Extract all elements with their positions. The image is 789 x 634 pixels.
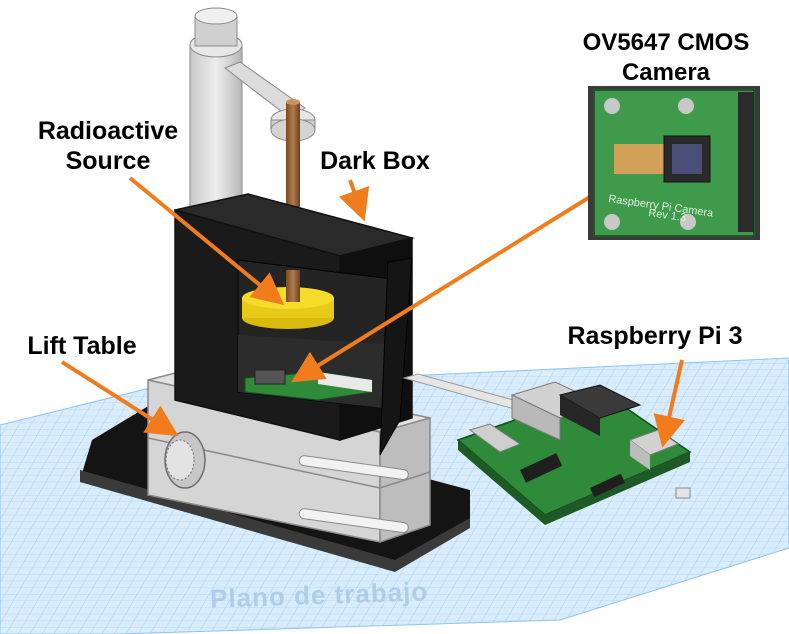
label-raspberry-pi: Raspberry Pi 3 [567, 322, 743, 350]
lift-knob [164, 431, 206, 489]
label-radioactive-source-line-2: Source [65, 147, 151, 175]
label-camera-line-2: Camera [621, 59, 711, 86]
camera-board-in-box [244, 369, 373, 401]
raspberry-pi-board [456, 381, 692, 525]
camera-photo-inset: Raspberry Pi Camera Rev 1.3 [588, 86, 760, 240]
label-radioactive-source: Radioactive Source [18, 116, 198, 176]
label-lift-table: Lift Table [27, 332, 137, 360]
label-dark-box: Dark Box [320, 147, 430, 175]
label-radioactive-source-line-1: Radioactive [37, 117, 179, 145]
arrow-raspberry-pi [653, 359, 685, 448]
label-camera-line-1: OV5647 CMOS [582, 29, 750, 56]
callout-arrows [60, 170, 685, 448]
arrow-camera [291, 170, 632, 383]
camera-board-text-2: Rev 1.3 [648, 207, 687, 224]
label-camera: OV5647 CMOS Camera [536, 28, 789, 88]
arrow-dark-box [338, 179, 370, 222]
arrow-radioactive-source [128, 176, 285, 306]
arrow-lift-table [60, 360, 179, 437]
